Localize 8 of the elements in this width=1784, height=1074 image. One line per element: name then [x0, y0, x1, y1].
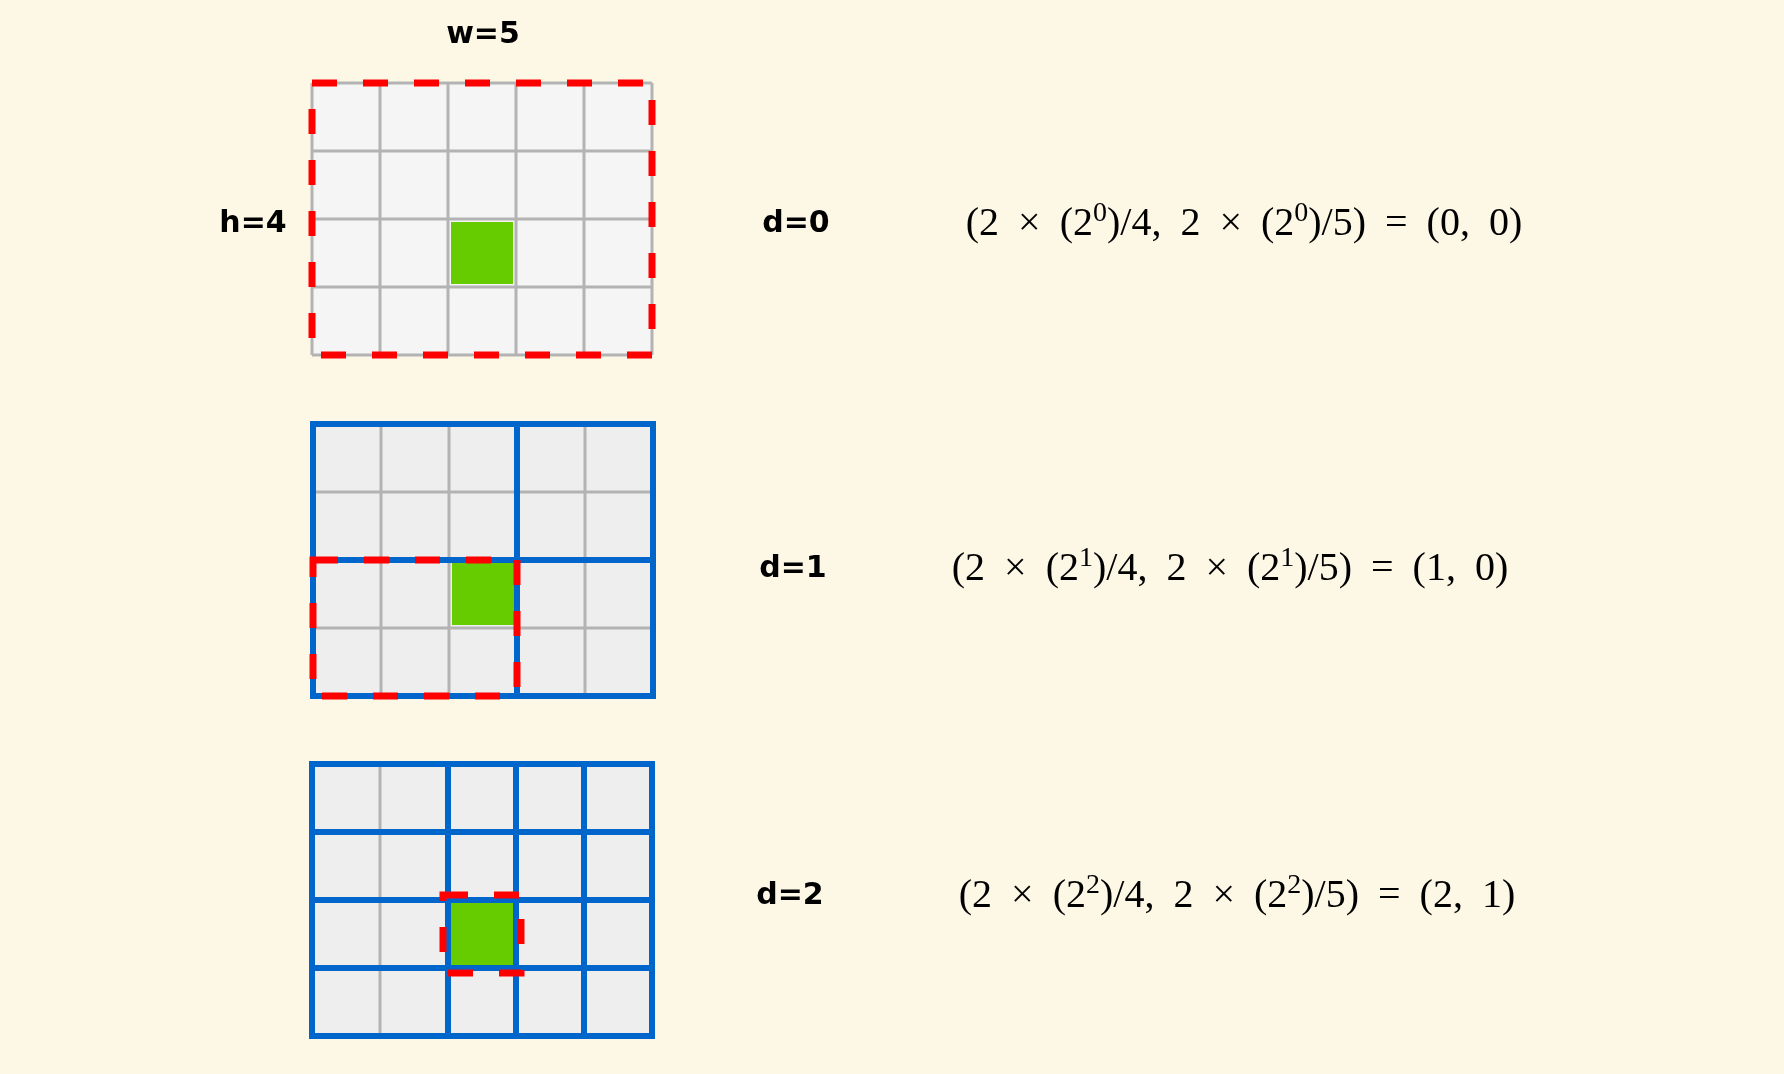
level-label: d=2 [756, 876, 824, 912]
width-label: w=5 [446, 15, 520, 51]
formula-text: (2 × (2$^{1}$)/4, 2 × (2$^{1}$)/5) = (1, 0) [951, 544, 1509, 590]
formula-text: (2 × (2$^{2}$)/4, 2 × (2$^{2}$)/5) = (2, 1) [958, 871, 1516, 917]
level-label: d=0 [762, 204, 830, 240]
level-label: d=1 [759, 549, 827, 585]
height-label: h=4 [219, 204, 287, 240]
formula-text: (2 × (2$^{0}$)/4, 2 × (2$^{0}$)/5) = (0, 0) [965, 199, 1523, 245]
